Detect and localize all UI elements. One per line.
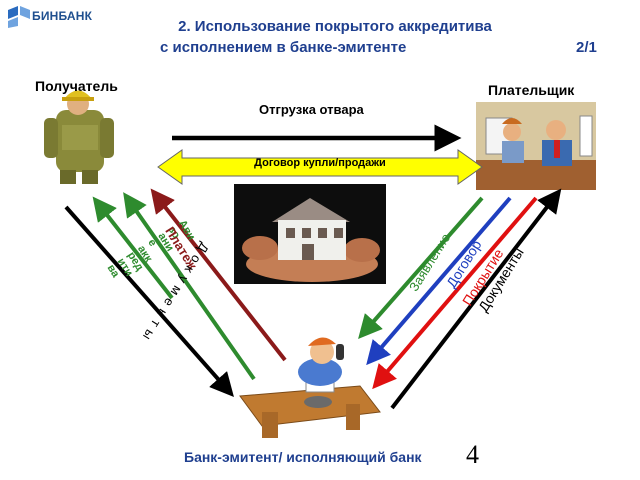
payment-to-recipient-arrow <box>123 192 256 381</box>
payer-figure <box>476 102 596 190</box>
documents-to-payer-arrow <box>390 188 562 410</box>
logo-text: БИНБАНК <box>32 9 93 23</box>
contract-label: Договор купли/продажи <box>254 157 386 169</box>
payment-dark-arrow <box>150 188 287 362</box>
contract-double-arrow <box>157 149 483 185</box>
logo <box>6 6 96 28</box>
page-indicator: 2/1 <box>576 39 597 56</box>
application-arrow <box>358 196 484 340</box>
house-in-hands-image <box>234 184 386 284</box>
agreement-arrow <box>366 196 512 366</box>
slide-title-line2: с исполнением в банке-эмитенте <box>160 39 407 56</box>
advice-to-recipient-arrow <box>92 196 174 300</box>
binbank-logo-icon <box>8 6 30 28</box>
bank-figure <box>239 337 381 438</box>
slide-number: 4 <box>466 440 479 469</box>
payer-label: Плательщик <box>488 82 575 98</box>
slide-title-line1: 2. Использование покрытого аккредитива <box>178 18 492 35</box>
bank-label: Банк-эмитент/ исполняющий банк <box>184 449 422 465</box>
recipient-figure <box>44 90 114 184</box>
shipment-label: Отгрузка отвара <box>259 102 364 117</box>
recipient-label: Получатель <box>35 78 118 94</box>
coverage-arrow <box>372 196 538 390</box>
documents-to-bank-arrow <box>64 205 234 397</box>
